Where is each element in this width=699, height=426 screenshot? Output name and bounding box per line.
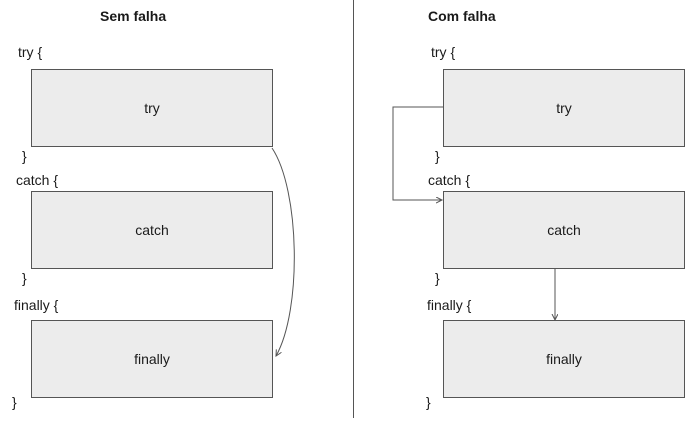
right-try-block-label: try	[556, 100, 572, 116]
right-catch-block: catch	[443, 191, 685, 269]
left-panel-title: Sem falha	[100, 8, 167, 24]
left-finally-block: finally	[31, 320, 273, 398]
left-catch-block: catch	[31, 191, 273, 269]
right-finally-close: }	[426, 394, 431, 410]
left-try-block-label: try	[144, 100, 160, 116]
right-finally-open: finally {	[427, 297, 472, 313]
left-finally-open: finally {	[14, 297, 59, 313]
panel-divider	[353, 0, 354, 418]
right-catch-open: catch {	[428, 172, 471, 188]
right-finally-block: finally	[443, 320, 685, 398]
left-catch-block-label: catch	[135, 222, 169, 238]
right-finally-block-label: finally	[546, 351, 582, 367]
left-try-block: try	[31, 69, 273, 147]
right-try-block: try	[443, 69, 685, 147]
left-catch-open: catch {	[16, 172, 59, 188]
left-try-open: try {	[18, 44, 43, 60]
left-try-to-finally-arrow	[271, 147, 295, 356]
right-try-to-catch-arrow	[392, 106, 443, 200]
right-try-open: try {	[431, 44, 456, 60]
left-finally-close: }	[12, 394, 17, 410]
left-catch-close: }	[22, 270, 27, 286]
left-finally-block-label: finally	[134, 351, 170, 367]
right-panel-title: Com falha	[428, 8, 496, 24]
right-catch-close: }	[435, 270, 440, 286]
left-try-close: }	[22, 148, 27, 164]
right-catch-block-label: catch	[547, 222, 581, 238]
right-try-close: }	[435, 148, 440, 164]
